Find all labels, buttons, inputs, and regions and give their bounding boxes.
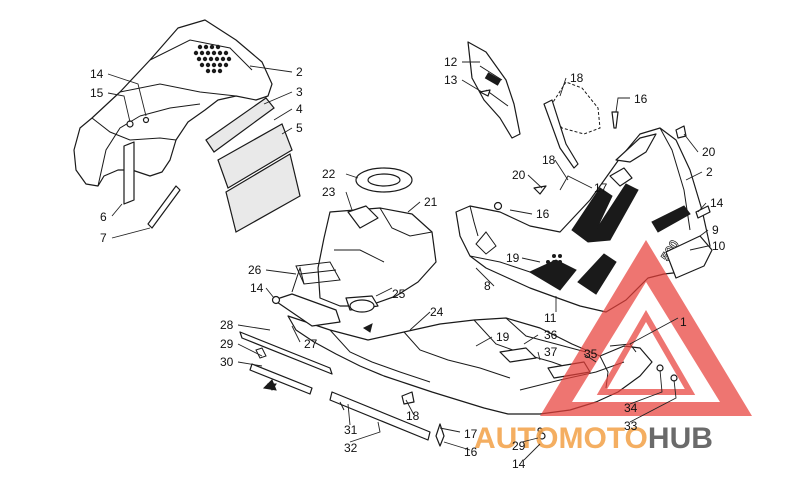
callout-26: 26 (248, 263, 262, 277)
callout-33: 33 (624, 419, 638, 433)
callout-27: 27 (304, 337, 318, 351)
callout-5: 5 (296, 121, 303, 135)
callout-31: 31 (344, 423, 358, 437)
windshield (467, 41, 521, 139)
callout-29: 29 (220, 337, 234, 351)
callout-8: 8 (484, 279, 491, 293)
callout-17b: 17 (464, 427, 478, 441)
callout-20: 20 (702, 145, 716, 159)
callout-21: 21 (424, 195, 438, 209)
callout-11: 11 (544, 311, 557, 325)
callout-23: 23 (322, 185, 336, 199)
callout-14d: 14 (512, 457, 526, 471)
callout-10: 10 (712, 239, 726, 253)
callout-3: 3 (296, 85, 303, 99)
leader-lines (107, 61, 709, 461)
lower-strips (239, 331, 431, 441)
callout-14c: 14 (250, 281, 264, 295)
vent-holes (193, 44, 232, 74)
callout-labels: 14 15 2 3 4 5 6 7 12 13 18 16 20 2 22 23… (90, 55, 726, 471)
hood-vent-holes (546, 254, 565, 270)
callout-25: 25 (392, 287, 406, 301)
callout-16c: 16 (464, 445, 478, 459)
left-side-panel (73, 19, 273, 187)
callout-35: 35 (584, 347, 598, 361)
watermark-part1: AUTO (474, 422, 558, 455)
callout-6: 6 (100, 210, 107, 224)
callout-9: 9 (712, 223, 719, 237)
watermark: AUTOMOTOHUB (474, 240, 752, 455)
fasteners (267, 89, 711, 447)
callout-18: 18 (570, 71, 584, 85)
callout-19: 19 (506, 251, 520, 265)
callout-18b: 18 (542, 153, 556, 167)
callout-12: 12 (444, 55, 458, 69)
watermark-part2: MOTO (558, 422, 647, 455)
callout-2: 2 (296, 65, 303, 79)
svg-text:AUTOMOTOHUB: AUTOMOTOHUB (474, 422, 713, 455)
callout-2b: 2 (706, 165, 713, 179)
watermark-triangle (540, 240, 752, 416)
callout-22: 22 (322, 167, 336, 181)
callout-36: 36 (544, 328, 558, 342)
callout-37: 37 (544, 345, 558, 359)
callout-32: 32 (344, 441, 358, 455)
callout-18c: 18 (406, 409, 420, 423)
callout-24: 24 (430, 305, 444, 319)
callout-28: 28 (220, 318, 234, 332)
hood-assembly: 500 (455, 127, 713, 313)
callout-13: 13 (444, 73, 458, 87)
callout-20b: 20 (512, 168, 526, 182)
callout-1: 1 (680, 315, 687, 329)
callout-14: 14 (90, 67, 104, 81)
callout-34: 34 (624, 401, 638, 415)
callout-16b: 16 (536, 207, 550, 221)
callout-30: 30 (220, 355, 234, 369)
reflector-strip (205, 97, 275, 153)
clear-shield (543, 81, 601, 169)
watermark-part3: HUB (648, 422, 713, 455)
insulation-pad (217, 123, 301, 233)
side-trim-strip (123, 141, 181, 229)
callout-29b: 29 (512, 439, 526, 453)
callout-19b: 19 (496, 330, 510, 344)
callout-4: 4 (296, 102, 303, 116)
callout-15: 15 (90, 86, 104, 100)
center-panel (317, 167, 437, 313)
callout-16: 16 (634, 92, 648, 106)
callout-7: 7 (100, 231, 107, 245)
callout-14b: 14 (710, 196, 724, 210)
callout-17: 17 (594, 181, 608, 195)
